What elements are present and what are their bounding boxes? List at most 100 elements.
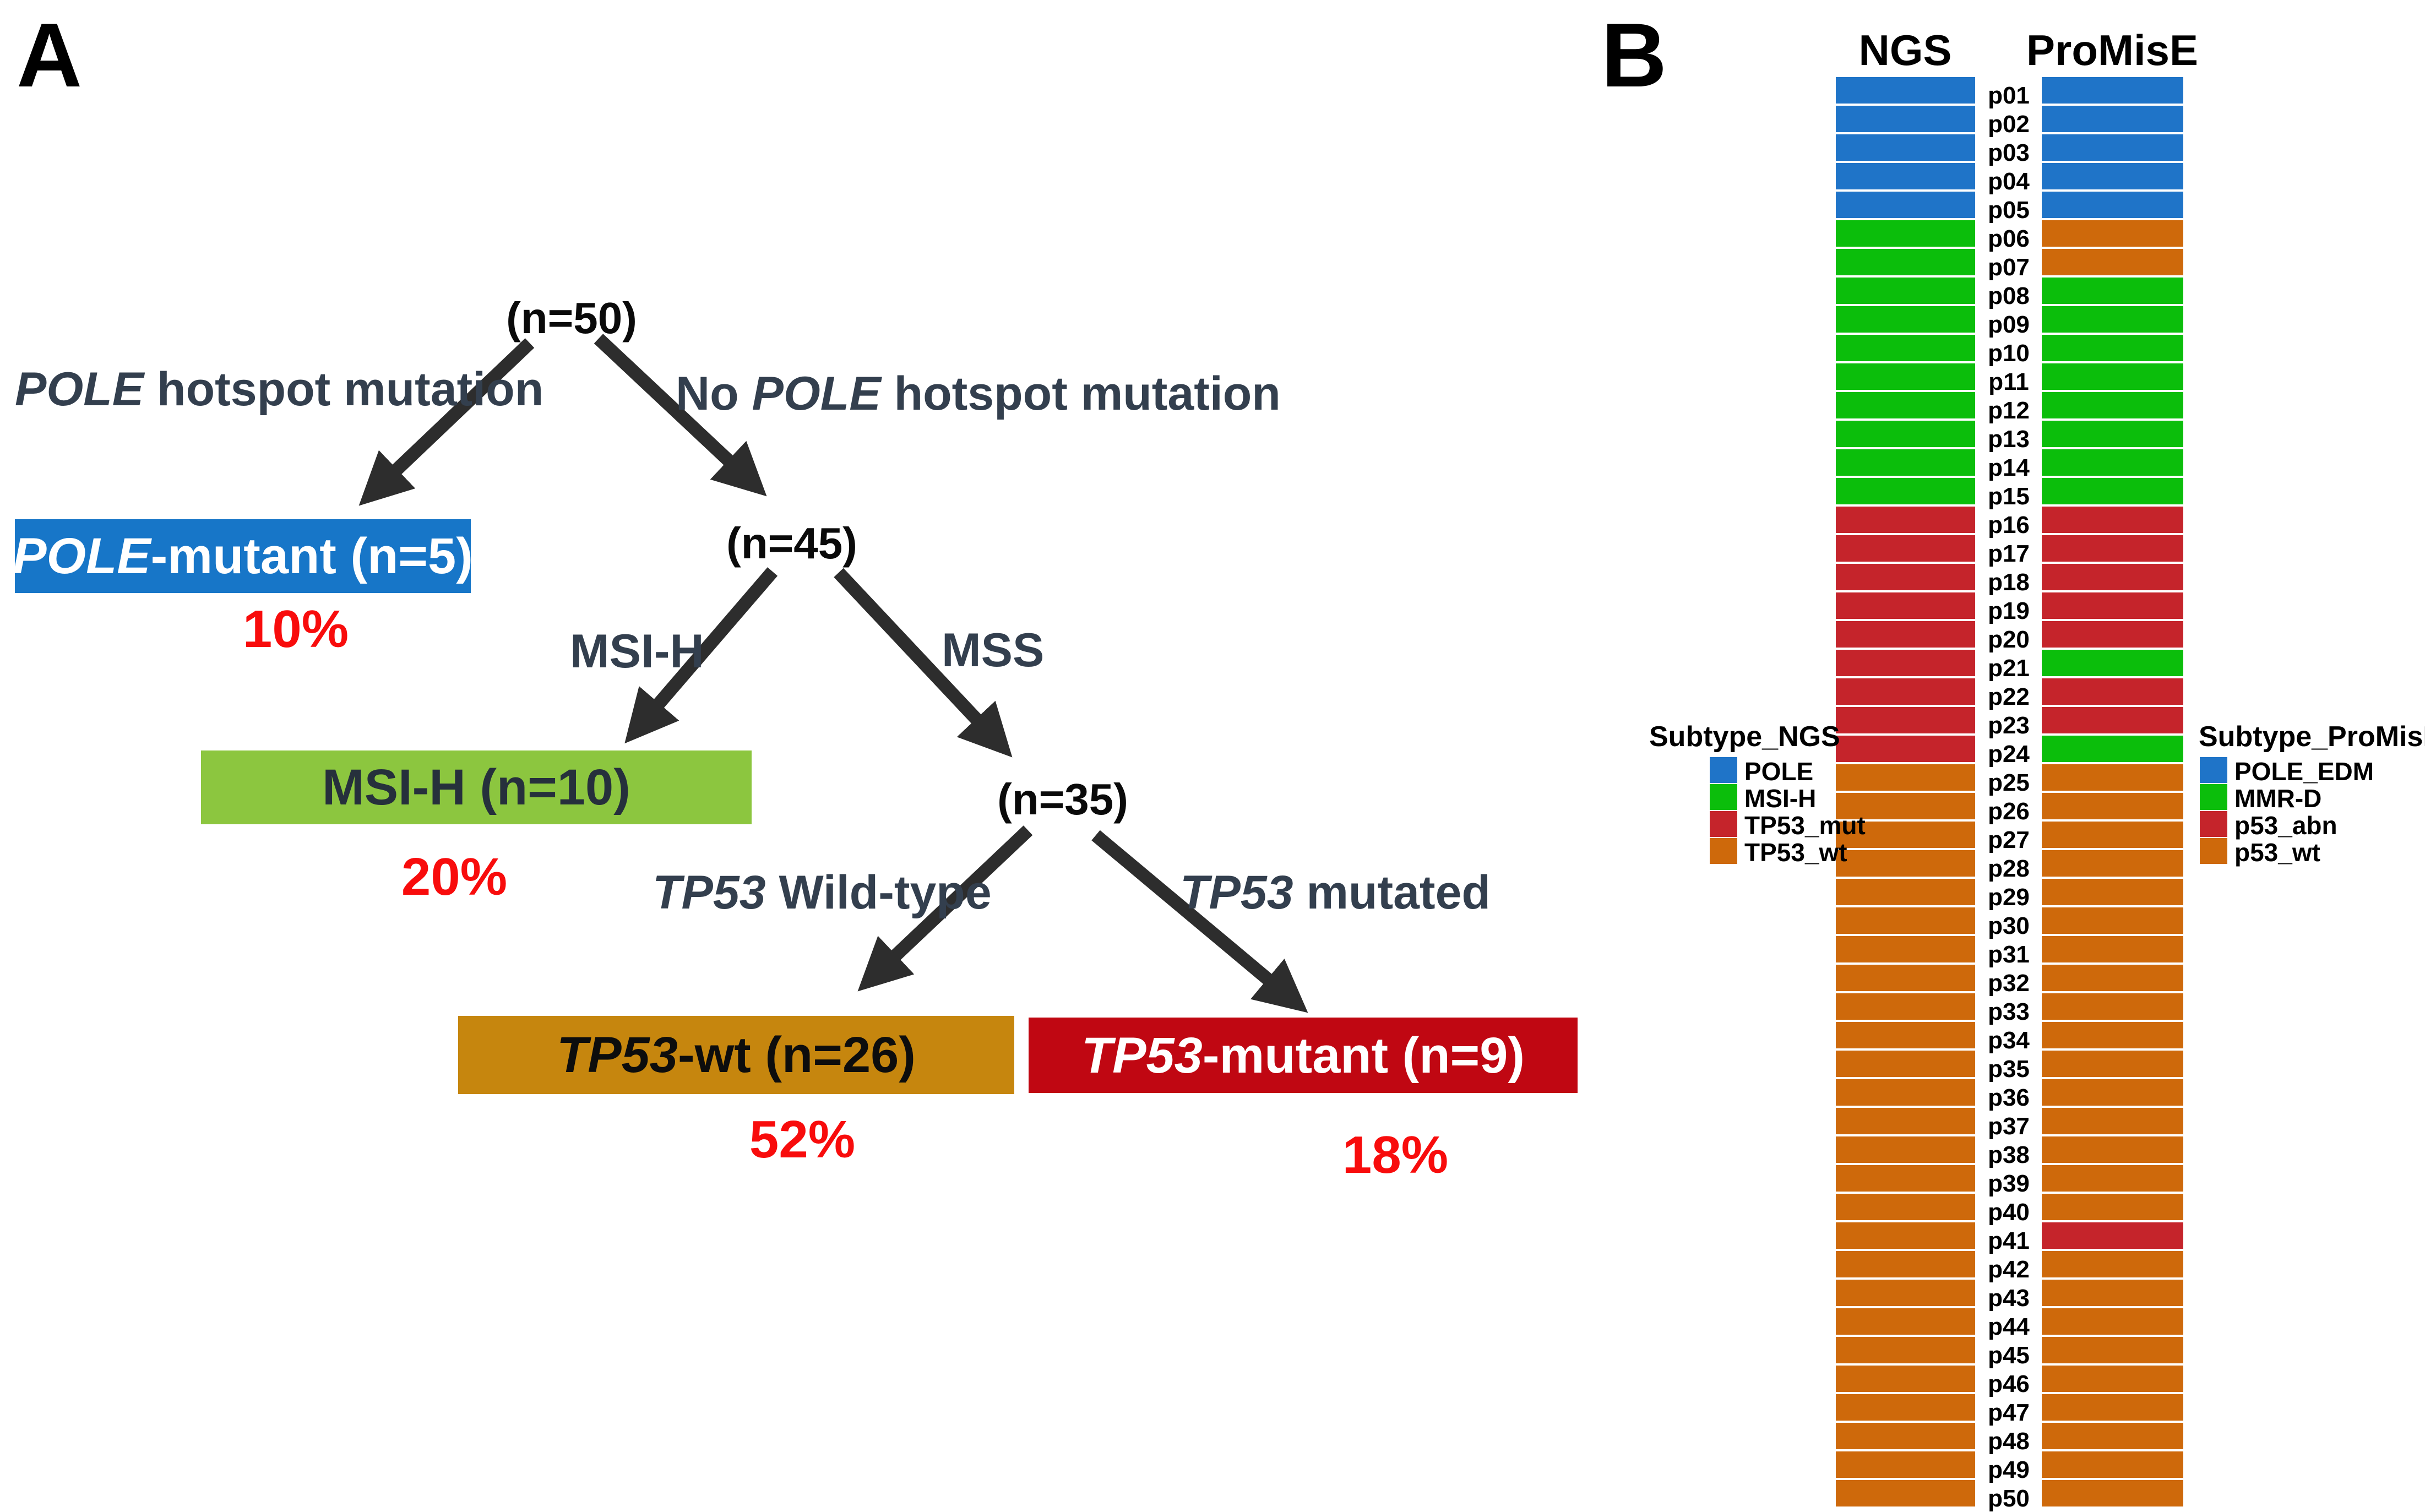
- heatmap-row-label-p20: p20: [1988, 626, 2030, 653]
- heatmap-cell-promise-p39: [2042, 1165, 2183, 1192]
- branch-label-mss: MSS: [942, 627, 1044, 674]
- heatmap-cell-ngs-p12: [1836, 392, 1975, 418]
- heatmap-cell-ngs-p03: [1836, 134, 1975, 161]
- branch-tp53wt-italic: TP53: [653, 866, 766, 919]
- heatmap-cell-promise-p16: [2042, 507, 2183, 533]
- heatmap-row-label-p08: p08: [1988, 282, 2030, 309]
- heatmap-cell-ngs-p46: [1836, 1366, 1975, 1392]
- heatmap-cell-ngs-p02: [1836, 106, 1975, 132]
- heatmap-row-label-p26: p26: [1988, 798, 2030, 825]
- heatmap-row-label-p28: p28: [1988, 855, 2030, 882]
- heatmap-cell-ngs-p11: [1836, 363, 1975, 390]
- legend-promise-label-mmrd: MMR-D: [2234, 784, 2322, 813]
- heatmap-cell-promise-p11: [2042, 363, 2183, 390]
- heatmap-cell-ngs-p22: [1836, 678, 1975, 705]
- heatmap-cell-promise-p10: [2042, 335, 2183, 361]
- heatmap-row-label-p45: p45: [1988, 1342, 2030, 1369]
- box-tp53wt-italic: TP53: [557, 1027, 678, 1083]
- legend-ngs-label-pole: POLE: [1744, 757, 1814, 786]
- heatmap-row-label-p47: p47: [1988, 1399, 2030, 1426]
- heatmap-cell-ngs-p25: [1836, 764, 1975, 791]
- legend-promise-label-p53wt: p53_wt: [2234, 838, 2320, 867]
- legend-ngs-label-tp53wt: TP53_wt: [1744, 838, 1847, 867]
- heatmap-cell-ngs-p05: [1836, 192, 1975, 218]
- heatmap-cell-ngs-p15: [1836, 478, 1975, 504]
- branch-no-pole-pre: No: [676, 367, 752, 420]
- branch-no-pole-post: hotspot mutation: [880, 367, 1281, 420]
- heatmap-row-label-p24: p24: [1988, 741, 2030, 768]
- heatmap-cell-promise-p34: [2042, 1022, 2183, 1048]
- heatmap-row-label-p48: p48: [1988, 1428, 2030, 1455]
- heatmap-cell-promise-p22: [2042, 678, 2183, 705]
- heatmap-cell-ngs-p09: [1836, 306, 1975, 333]
- heatmap-cell-promise-p38: [2042, 1136, 2183, 1163]
- heatmap-row-label-p38: p38: [1988, 1141, 2030, 1168]
- heatmap-row-label-p23: p23: [1988, 712, 2030, 739]
- heatmap-cell-promise-p45: [2042, 1337, 2183, 1363]
- heatmap-row-label-p14: p14: [1988, 454, 2030, 481]
- heatmap-cell-ngs-p45: [1836, 1337, 1975, 1363]
- heatmap-row-label-p44: p44: [1988, 1313, 2030, 1340]
- branch-msih-text: MSI-H: [570, 625, 704, 678]
- heatmap-row-label-p39: p39: [1988, 1170, 2030, 1197]
- heatmap-cell-promise-p41: [2042, 1222, 2183, 1249]
- heatmap-cell-ngs-p31: [1836, 936, 1975, 962]
- heatmap-cell-ngs-p21: [1836, 650, 1975, 676]
- heatmap-row-label-p42: p42: [1988, 1256, 2030, 1283]
- heatmap-header-ngs: NGS: [1858, 26, 1952, 74]
- heatmap-row-label-p07: p07: [1988, 254, 2030, 281]
- heatmap-cell-promise-p43: [2042, 1280, 2183, 1306]
- heatmap-cell-promise-p37: [2042, 1108, 2183, 1134]
- branch-tp53mut-post: mutated: [1293, 866, 1491, 919]
- legend-ngs-swatch-msih: [1710, 784, 1737, 810]
- heatmap-cell-ngs-p23: [1836, 707, 1975, 733]
- heatmap-cell-promise-p18: [2042, 564, 2183, 590]
- heatmap-row-label-p04: p04: [1988, 168, 2030, 195]
- heatmap-cell-promise-p46: [2042, 1366, 2183, 1392]
- heatmap-row-label-p19: p19: [1988, 597, 2030, 624]
- heatmap-row-label-p29: p29: [1988, 884, 2030, 911]
- heatmap-cell-ngs-p26: [1836, 793, 1975, 819]
- heatmap-cell-ngs-p06: [1836, 220, 1975, 247]
- heatmap-cell-ngs-p18: [1836, 564, 1975, 590]
- branch-tp53wt-post: Wild-type: [765, 866, 992, 919]
- heatmap-row-label-p40: p40: [1988, 1199, 2030, 1226]
- heatmap-cell-promise-p19: [2042, 592, 2183, 619]
- branch-label-tp53-mutated: TP53 mutated: [1180, 869, 1491, 916]
- heatmap-cell-ngs-p01: [1836, 77, 1975, 104]
- box-tp53-wt: TP53-wt (n=26): [458, 1016, 1014, 1094]
- heatmap-cell-promise-p13: [2042, 421, 2183, 447]
- heatmap-cell-promise-p23: [2042, 707, 2183, 733]
- heatmap-cell-promise-p32: [2042, 965, 2183, 991]
- heatmap-cell-promise-p09: [2042, 306, 2183, 333]
- heatmap-cell-promise-p28: [2042, 850, 2183, 877]
- heatmap-cell-promise-p40: [2042, 1194, 2183, 1220]
- heatmap-cell-promise-p42: [2042, 1251, 2183, 1277]
- heatmap-row-label-p22: p22: [1988, 683, 2030, 710]
- branch-mss-text: MSS: [942, 624, 1045, 677]
- heatmap-cell-promise-p21: [2042, 650, 2183, 676]
- percent-msih: 20%: [401, 847, 508, 906]
- heatmap-cell-ngs-p48: [1836, 1423, 1975, 1449]
- heatmap-cell-ngs-p37: [1836, 1108, 1975, 1134]
- legend-promise-label-poleedm: POLE_EDM: [2234, 757, 2374, 786]
- heatmap-cell-ngs-p17: [1836, 535, 1975, 562]
- heatmap-cell-ngs-p39: [1836, 1165, 1975, 1192]
- panel-a-letter: A: [17, 4, 83, 106]
- heatmap-cell-promise-p07: [2042, 249, 2183, 275]
- heatmap-row-label-p15: p15: [1988, 483, 2030, 510]
- heatmap-cell-promise-p05: [2042, 192, 2183, 218]
- box-msih: MSI-H (n=10): [201, 750, 752, 824]
- heatmap-row-label-p34: p34: [1988, 1027, 2030, 1054]
- heatmap-cell-promise-p47: [2042, 1394, 2183, 1421]
- branch-label-msih: MSI-H: [570, 628, 704, 675]
- heatmap-cell-ngs-p38: [1836, 1136, 1975, 1163]
- percent-tp53mut: 18%: [1342, 1125, 1449, 1184]
- heatmap-cell-promise-p50: [2042, 1480, 2183, 1506]
- arrow-n35-to-tp53wt-box: [857, 825, 1033, 992]
- branch-label-no-pole-hotspot: No POLE hotspot mutation: [676, 370, 1281, 417]
- heatmap-row-label-p49: p49: [1988, 1456, 2030, 1483]
- heatmap-cell-promise-p29: [2042, 879, 2183, 905]
